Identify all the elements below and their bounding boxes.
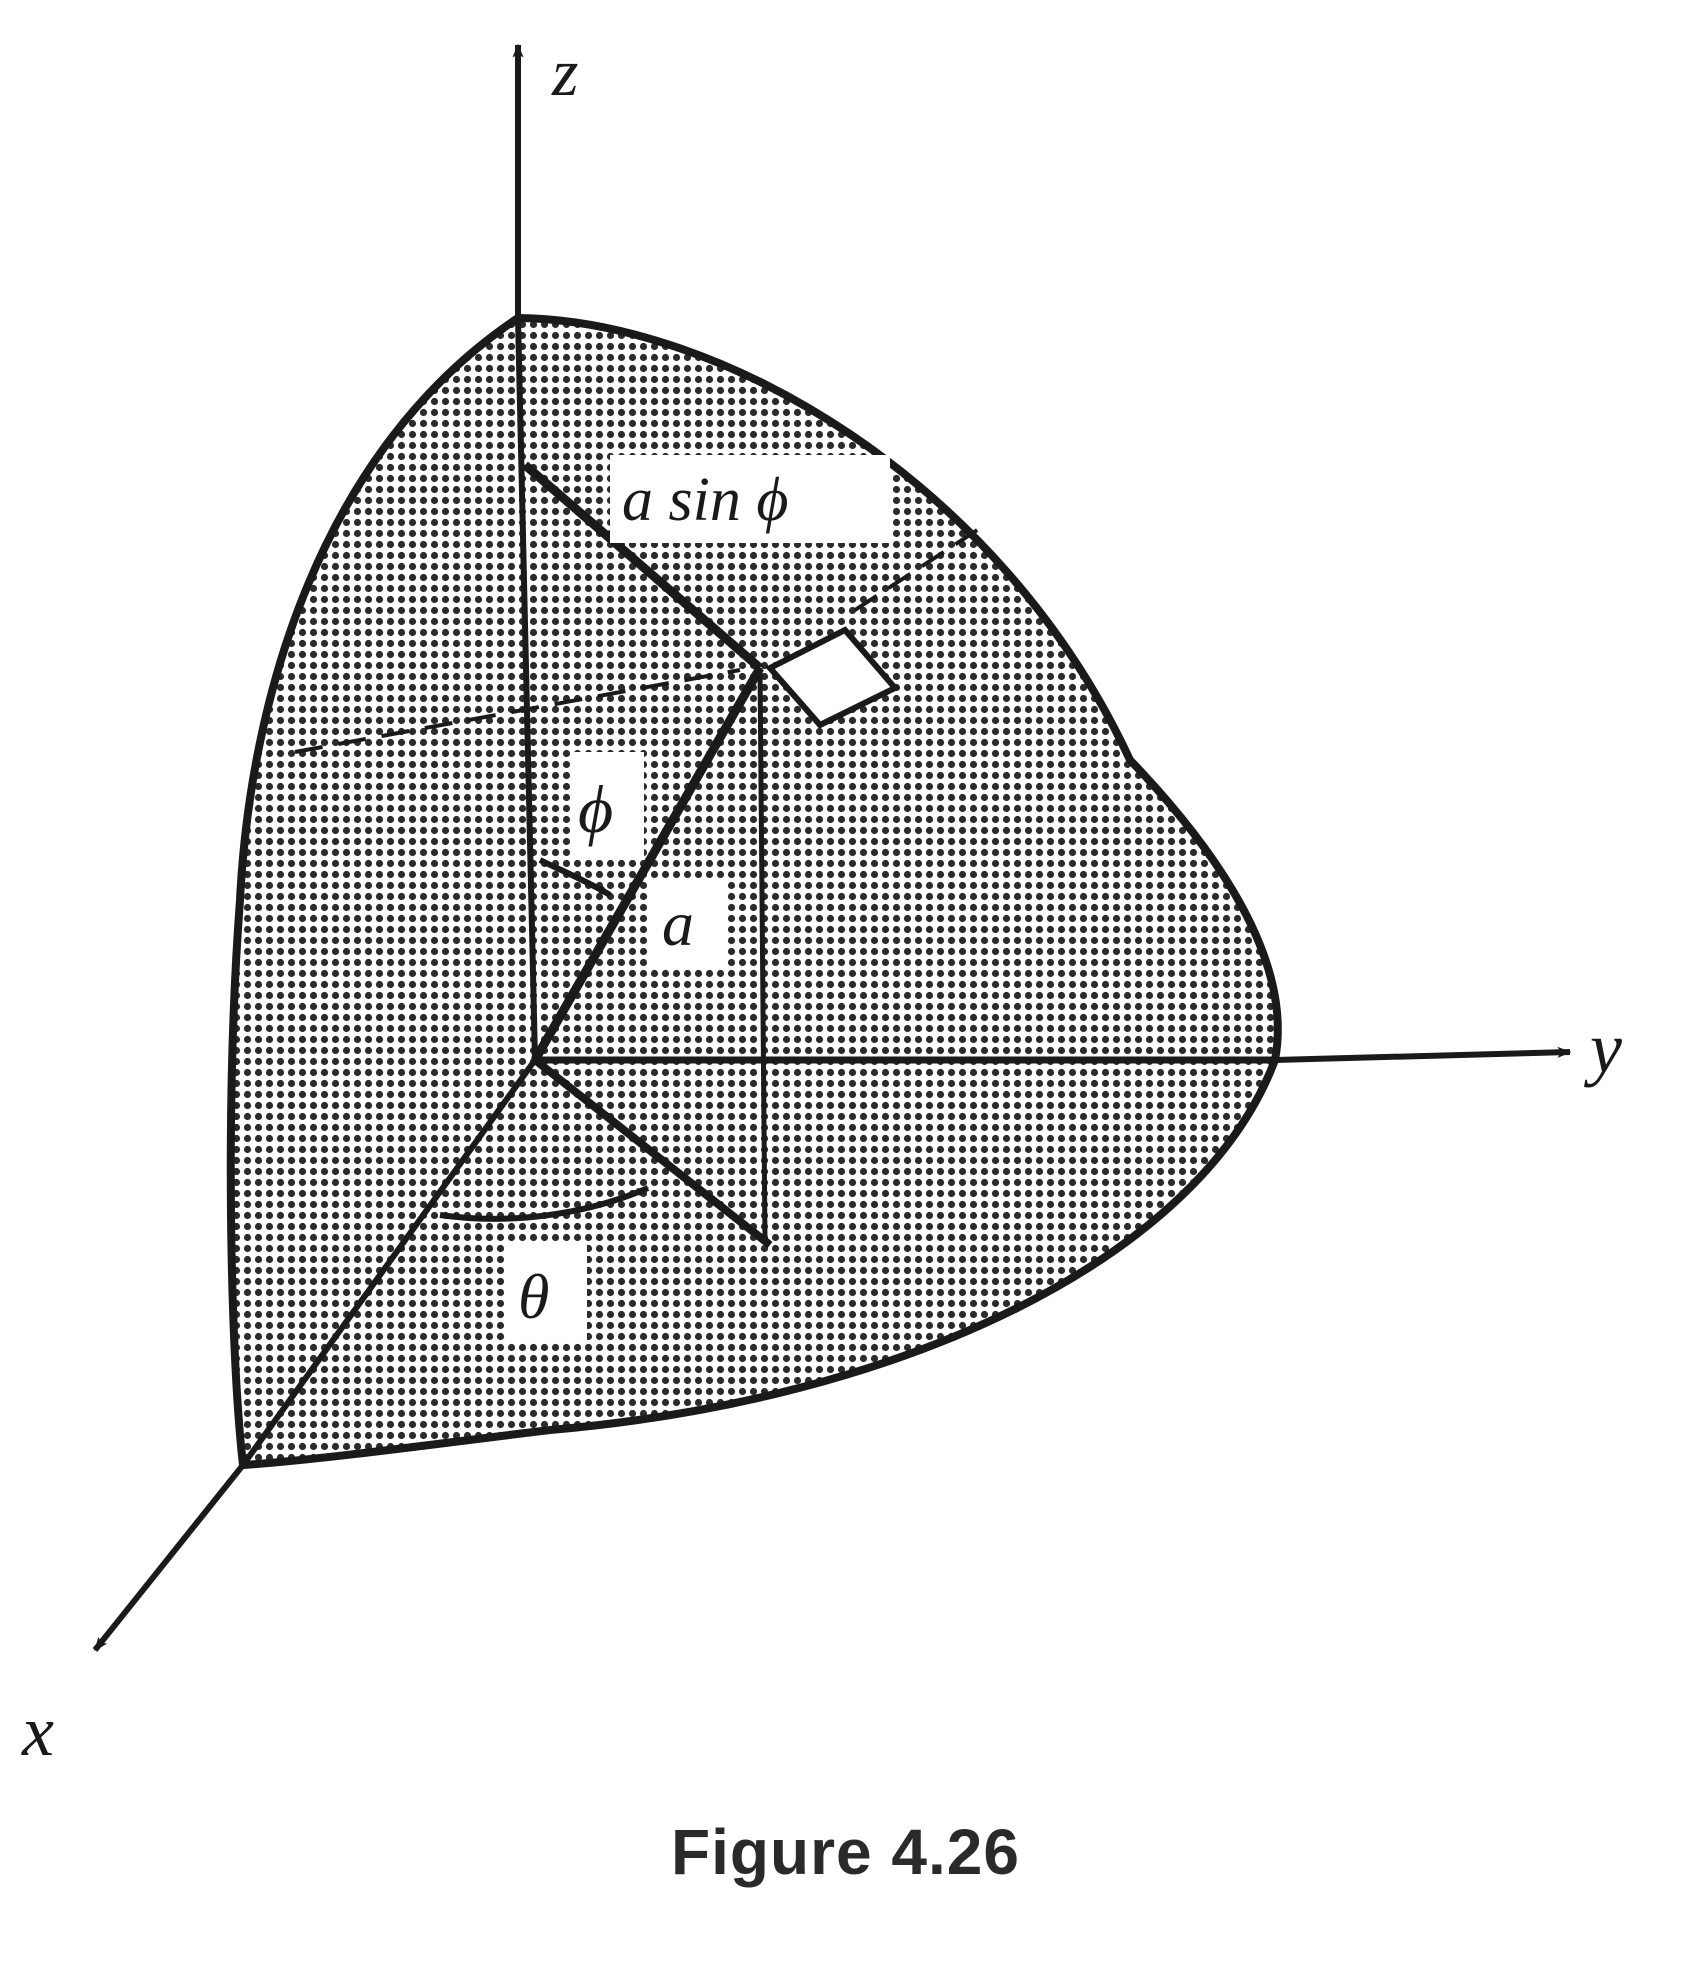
label-bg-theta [505,1245,587,1340]
horizontal-dashed-line [294,668,741,754]
z-axis-label: z [551,34,578,110]
radius-label: a [662,888,694,959]
y-axis [1274,1046,1572,1063]
label-bg-asinphi [610,455,890,543]
theta-arc [439,1185,650,1222]
radius-line [531,665,764,1063]
vertical-drop-line [757,667,768,1241]
radius-projection-label: a sin ϕ [622,466,788,534]
projection-line-horizontal [532,1056,773,1249]
x-axis-label: x [21,1691,54,1771]
figure-caption: Figure 4.26 [671,1816,1020,1888]
label-bg-phi [572,752,644,860]
polar-angle-label: ϕ [578,771,613,847]
phi-arc [538,857,612,898]
azimuth-angle-label: θ [518,1261,549,1332]
z-edge-inside [515,317,538,1061]
octant-surface [226,314,1282,1469]
x-edge-inside [240,1058,538,1467]
x-axis [92,1463,246,1652]
radius-projection-line [522,461,763,672]
y-axis-label: y [1583,1008,1622,1088]
surface-element [765,626,900,729]
label-bg-a [648,880,726,968]
leader-dashed-line [853,523,987,612]
